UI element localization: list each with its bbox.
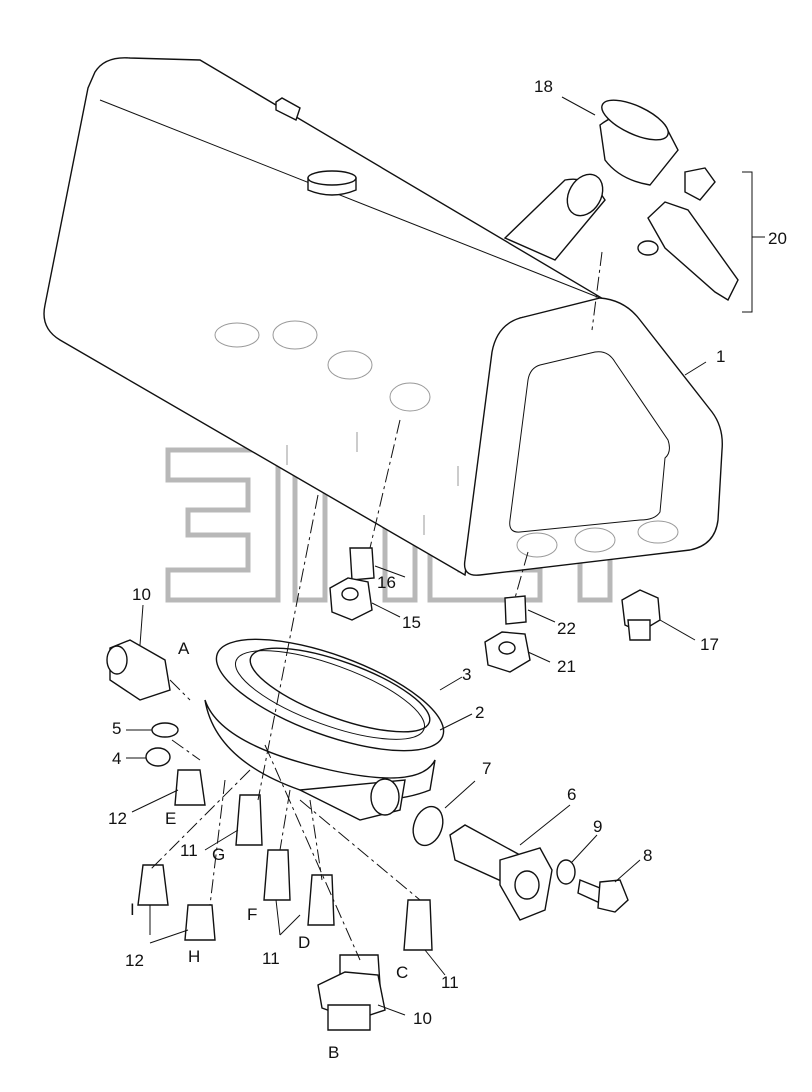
fitting-11-d [307, 874, 335, 926]
label-7: 7 [482, 759, 491, 778]
bolt-8 [577, 879, 629, 913]
label-15: 15 [402, 613, 421, 632]
label-b: B [328, 1043, 339, 1062]
label-e: E [165, 809, 176, 828]
nut-4 [145, 747, 171, 767]
label-22: 22 [557, 619, 576, 638]
label-f: F [247, 905, 257, 924]
label-12-bottom: 12 [125, 951, 144, 970]
fitting-22 [484, 595, 531, 673]
fitting-11-f [263, 849, 291, 901]
label-3: 3 [462, 665, 471, 684]
part-labels: 18 20 1 16 15 22 21 17 10 A 3 2 5 4 7 6 … [108, 77, 787, 1062]
washer-9 [556, 859, 576, 885]
plug-h [184, 904, 216, 941]
label-6: 6 [567, 785, 576, 804]
label-11-mid: 11 [262, 949, 280, 968]
label-11-left: 11 [180, 841, 198, 860]
label-g: G [212, 845, 225, 864]
fitting-11-c [403, 899, 433, 951]
fitting-17 [621, 589, 661, 641]
label-2: 2 [475, 703, 484, 722]
filler-cap [599, 99, 679, 186]
label-8: 8 [643, 846, 652, 865]
label-h: H [188, 947, 200, 966]
washer-5 [151, 722, 179, 738]
label-9: 9 [593, 817, 602, 836]
plug-i [137, 864, 169, 906]
fitting-16 [329, 547, 375, 621]
label-12-top: 12 [108, 809, 127, 828]
fitting-10-b [317, 954, 386, 1031]
label-i: I [130, 900, 135, 919]
label-10-bottom: 10 [413, 1009, 432, 1028]
bracket-assembly [637, 167, 753, 313]
pump-flange [204, 638, 445, 821]
label-18: 18 [534, 77, 553, 96]
label-4: 4 [112, 749, 121, 768]
label-5: 5 [112, 719, 121, 738]
label-17: 17 [700, 635, 719, 654]
label-16: 16 [377, 573, 396, 592]
label-10-top: 10 [132, 585, 151, 604]
label-21: 21 [557, 657, 576, 676]
label-11-right: 11 [441, 973, 459, 992]
label-20: 20 [768, 229, 787, 248]
valve-6 [449, 824, 553, 921]
label-d: D [298, 933, 310, 952]
label-a: A [178, 639, 190, 658]
tank [43, 57, 723, 577]
label-1: 1 [716, 347, 725, 366]
o-ring-7 [412, 805, 444, 847]
leader-lines [126, 96, 765, 1016]
assembly-axes [149, 251, 603, 961]
label-c: C [396, 963, 408, 982]
fitting-10-a [106, 639, 171, 701]
plug-e [174, 769, 206, 806]
fitting-11-g [235, 794, 263, 846]
